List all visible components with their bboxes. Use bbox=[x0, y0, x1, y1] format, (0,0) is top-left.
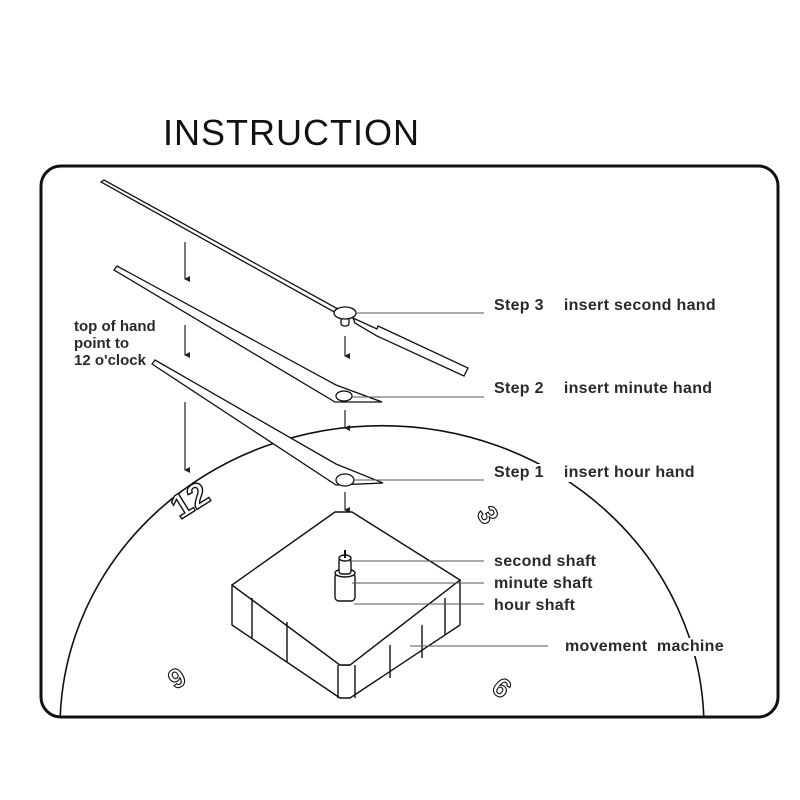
step-number: Step 3 bbox=[494, 297, 544, 314]
hour-shaft-label: hour shaft bbox=[492, 597, 578, 615]
frame bbox=[39, 164, 780, 719]
page-title: INSTRUCTION bbox=[163, 112, 420, 153]
step-action: insert minute hand bbox=[563, 380, 713, 397]
step-number: Step 2 bbox=[494, 380, 544, 397]
step-3-label: Step 3 insert second hand bbox=[492, 297, 718, 315]
movement-machine bbox=[231, 511, 461, 699]
dial-number-9: 9 bbox=[163, 661, 192, 695]
minute-hand bbox=[113, 265, 383, 403]
dial-number-6: 6 bbox=[486, 671, 518, 704]
dial-number-12: 12 bbox=[164, 475, 216, 527]
second-hand bbox=[99, 179, 469, 377]
second-shaft-label: second shaft bbox=[492, 553, 599, 571]
assembly-arrows bbox=[184, 242, 350, 513]
step-2-label: Step 2 insert minute hand bbox=[492, 380, 715, 398]
note-line: top of hand bbox=[74, 318, 156, 335]
step-action: insert hour hand bbox=[563, 464, 695, 481]
orientation-note: top of hand point to 12 o'clock bbox=[74, 318, 156, 369]
dial-number-3: 3 bbox=[471, 501, 505, 530]
note-line: 12 o'clock bbox=[74, 352, 146, 369]
minute-shaft-label: minute shaft bbox=[492, 575, 595, 593]
step-1-label: Step 1 insert hour hand bbox=[492, 464, 697, 482]
note-line: point to bbox=[74, 335, 129, 352]
leader-lines bbox=[347, 312, 548, 647]
step-number: Step 1 bbox=[494, 464, 544, 481]
step-action: insert second hand bbox=[563, 297, 716, 314]
movement-machine-label: movement machine bbox=[563, 638, 726, 656]
hour-hand bbox=[151, 359, 384, 487]
clock-dial bbox=[59, 424, 705, 717]
